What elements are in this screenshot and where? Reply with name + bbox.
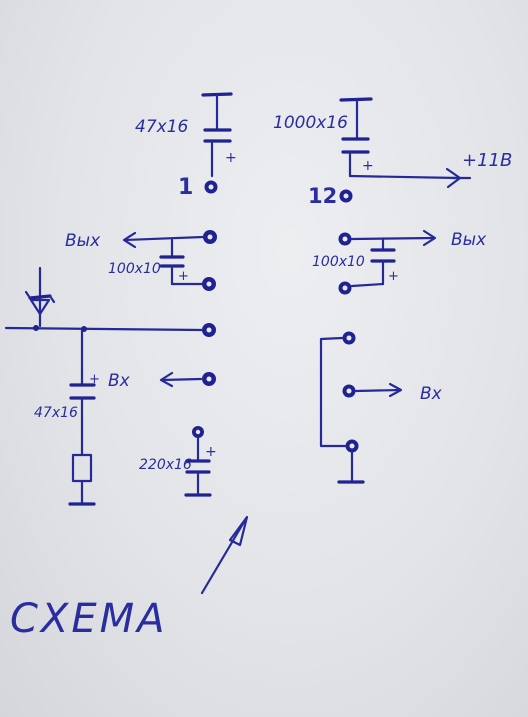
capacitor-left-top: +	[201, 92, 237, 178]
cap-out-right-label: 100x10	[312, 254, 365, 270]
output-right-label: Bых	[451, 230, 487, 250]
output-right-arrow	[350, 229, 437, 247]
right-bracket-wire	[319, 336, 365, 484]
right-pads	[338, 232, 359, 453]
pin-12-label: 12	[308, 184, 337, 208]
cap-right-top-label: 1000x16	[273, 113, 348, 133]
output-left-arrow	[122, 231, 205, 249]
capacitor-left-bottom: +	[69, 372, 100, 457]
capacitor-bottom-mid: +	[184, 436, 217, 497]
output-left-label: Bых	[65, 231, 101, 251]
plus-sign: +	[178, 269, 189, 284]
plus-sign: +	[205, 444, 217, 460]
pin-12-pad	[339, 189, 353, 203]
capacitor-right-top: +	[339, 97, 374, 178]
plus-sign: +	[89, 372, 100, 387]
left-pads	[192, 230, 217, 438]
plus-sign: +	[362, 158, 374, 174]
capacitor-out-left: +	[159, 238, 204, 286]
input-left-label: Bx	[108, 371, 131, 391]
capacitor-out-right: +	[350, 237, 399, 288]
supply-label: +11B	[462, 150, 512, 171]
plus-sign: +	[225, 150, 237, 166]
supply-line	[348, 167, 472, 189]
cap-bottom-mid-label: 220x16	[139, 457, 192, 473]
diode-left	[24, 266, 56, 328]
input-left-arrow	[159, 371, 203, 388]
cap-left-top-label: 47x16	[135, 117, 189, 137]
pin-1-label: 1	[178, 175, 193, 200]
ground-bus	[4, 325, 204, 387]
plus-sign: +	[388, 269, 399, 284]
cap-left-bottom-label: 47x16	[34, 405, 78, 421]
input-right-label: Bx	[420, 384, 443, 404]
input-right-arrow	[354, 382, 403, 398]
cap-out-left-label: 100x10	[108, 261, 161, 277]
pin-1-pad	[204, 180, 218, 194]
title: СХЕМА	[10, 596, 167, 642]
resistor-left	[68, 453, 96, 506]
title-arrow	[200, 515, 249, 595]
